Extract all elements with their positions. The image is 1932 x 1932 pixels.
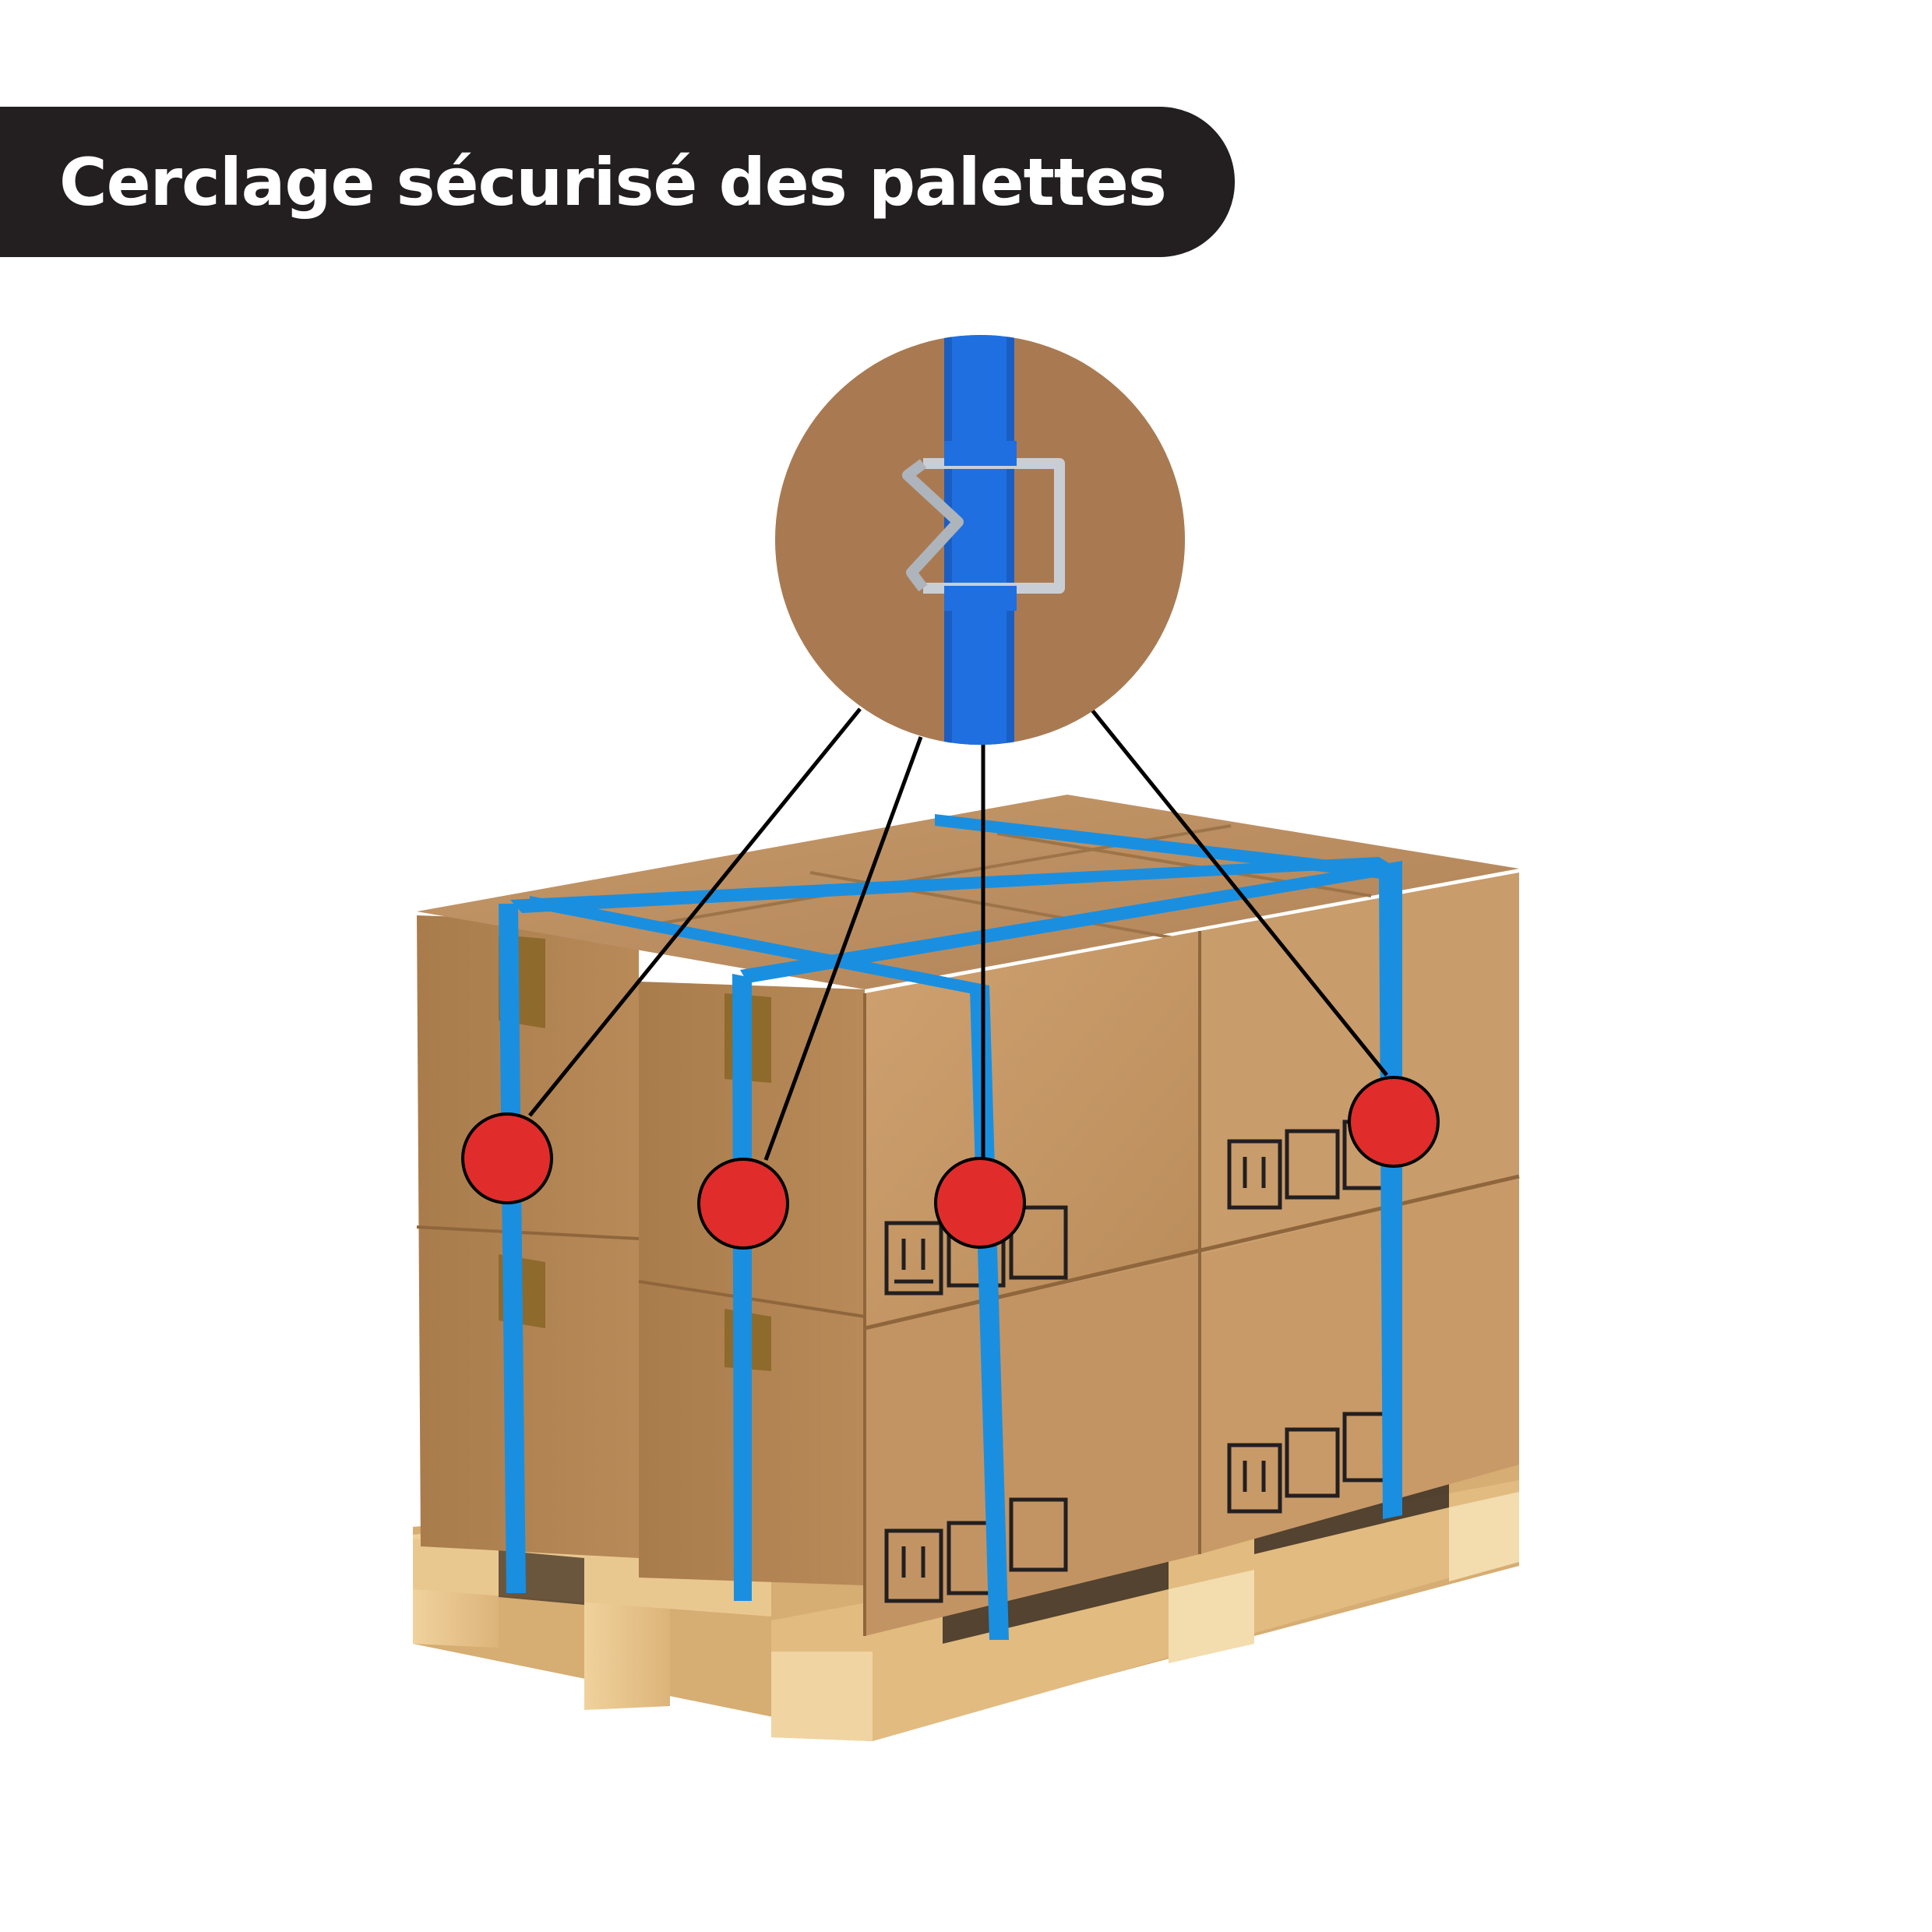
strap-markers (461, 1076, 1440, 1250)
leader-lines (528, 706, 1388, 1167)
title-banner: Cerclage sécurisé des palettes (0, 107, 1235, 257)
page-title: Cerclage sécurisé des palettes (59, 143, 1167, 220)
marker-right-strap (1348, 1076, 1440, 1168)
marker-center-left-strap (697, 1158, 789, 1250)
strap-buckle-closeup-icon (775, 335, 1185, 745)
marker-left-strap (461, 1112, 553, 1204)
marker-center-strap (934, 1157, 1026, 1249)
